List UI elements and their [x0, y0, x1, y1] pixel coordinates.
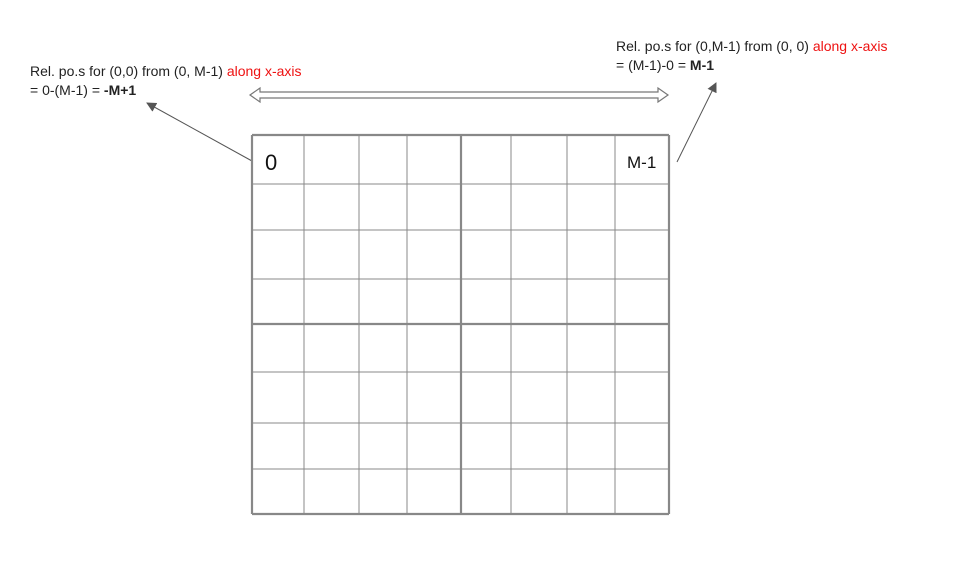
double-headed-arrow: [248, 86, 670, 104]
annotation-right-result: M-1: [689, 57, 715, 73]
annotation-right-text: Rel. po.s for (0,M-1) from (0, 0): [616, 38, 813, 54]
double-arrow-shape: [248, 86, 670, 104]
annotation-left-highlight: along x-axis: [226, 63, 302, 79]
annotation-left-line2: = 0-(M-1) = -M+1: [30, 81, 302, 100]
annotation-left: Rel. po.s for (0,0) from (0, M-1) along …: [30, 62, 302, 100]
last-cell-label: M-1: [627, 153, 657, 172]
annotation-right-line1: Rel. po.s for (0,M-1) from (0, 0) along …: [616, 37, 888, 56]
annotation-left-formula: = 0-(M-1) =: [30, 82, 104, 98]
annotation-right-highlight: along x-axis: [812, 38, 888, 54]
pointer-arrow-right: [676, 82, 717, 163]
annotation-right-line2: = (M-1)-0 = M-1: [616, 56, 888, 75]
grid: [250, 133, 671, 516]
annotation-right: Rel. po.s for (0,M-1) from (0, 0) along …: [616, 37, 888, 75]
pointer-arrow-left: [146, 102, 253, 162]
first-cell-label: 0: [265, 150, 278, 175]
annotation-left-result: -M+1: [103, 82, 137, 98]
annotation-left-line1: Rel. po.s for (0,0) from (0, M-1) along …: [30, 62, 302, 81]
annotation-right-formula: = (M-1)-0 =: [616, 57, 690, 73]
annotation-left-text: Rel. po.s for (0,0) from (0, M-1): [30, 63, 227, 79]
